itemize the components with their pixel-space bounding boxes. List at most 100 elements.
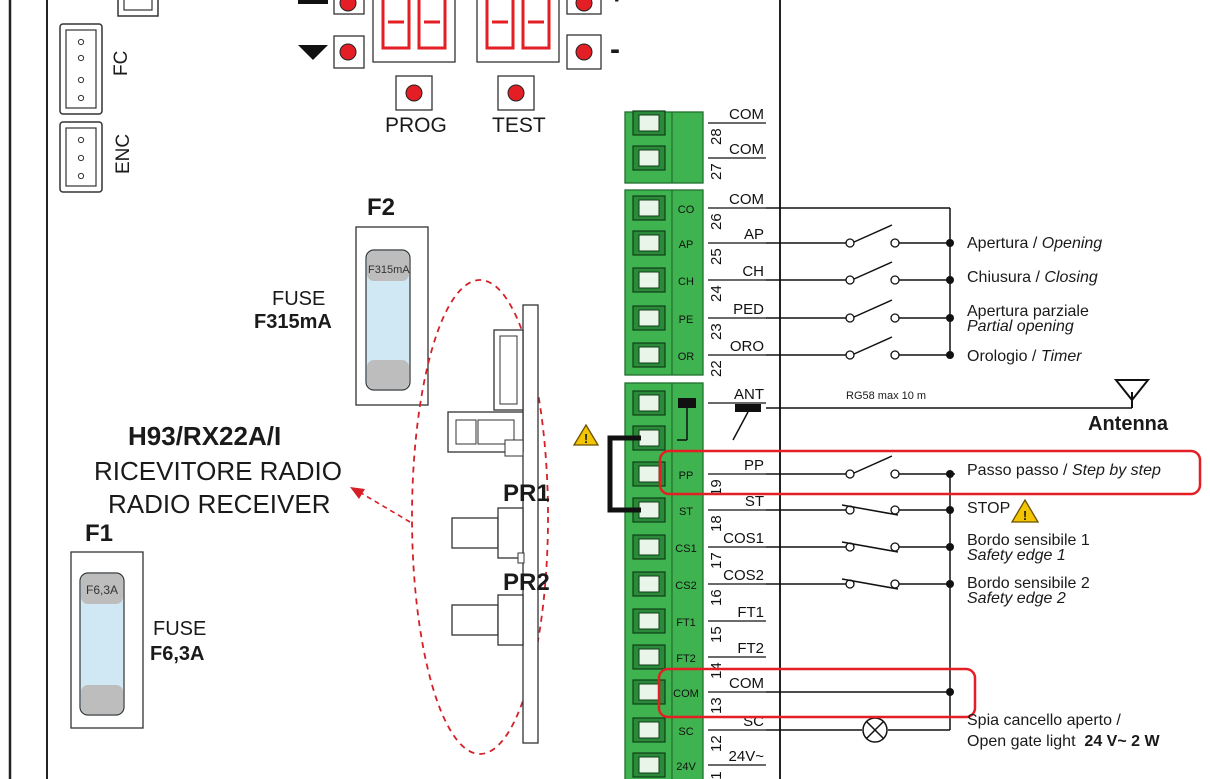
terminal-tag: CO — [678, 204, 695, 216]
terminal-screw — [632, 110, 666, 136]
terminal-name: FT2 — [737, 640, 764, 657]
partial-opening-label-en: Partial opening — [967, 318, 1074, 335]
terminal-number: 19 — [708, 479, 725, 496]
highlight-step-by-step — [658, 449, 1202, 496]
fuse-f2-cartridge-text: F315mA — [368, 264, 410, 276]
antenna-icon — [1113, 379, 1151, 408]
terminal-name: ST — [745, 493, 764, 510]
pr2-button — [451, 594, 524, 646]
terminal-number: 25 — [708, 248, 725, 265]
receiver-arrow-icon — [350, 487, 365, 499]
terminal-screw — [632, 390, 666, 416]
timer-label: Orologio / Timer — [967, 348, 1082, 365]
fuse-f1-label: FUSE — [153, 618, 207, 640]
terminal-number: 26 — [708, 213, 725, 230]
fuse-f1 — [70, 551, 144, 729]
edge2-label-en: Safety edge 2 — [967, 590, 1066, 607]
terminal-number: 28 — [708, 128, 725, 145]
edge2-label-it: Bordo sensibile 2 — [967, 575, 1090, 592]
terminal-screw — [632, 342, 666, 368]
arrow-down-icon — [298, 45, 328, 60]
terminal-name: COS1 — [723, 530, 764, 547]
partial-opening-label-it: Apertura parziale — [967, 303, 1089, 320]
antenna-cable-label: RG58 max 10 m — [846, 390, 927, 402]
fuse-f2 — [355, 226, 429, 406]
fuse-f1-title: F1 — [85, 520, 114, 547]
terminal-screw — [632, 305, 666, 331]
stop-label: STOP — [967, 500, 1011, 517]
terminal-tag: CS1 — [675, 543, 696, 555]
terminal-number: 14 — [708, 662, 725, 679]
external-wiring: 28COM27COM26COM25AP24CH23PED22OROANT19PP… — [708, 106, 1132, 779]
gate-light-label-it: Spia cancello aperto / — [967, 712, 1121, 729]
highlight-com-terminal — [657, 667, 977, 719]
fc-connector — [59, 23, 103, 115]
step-by-step-label: Passo passo / Step by step — [967, 462, 1161, 479]
closing-label: Chiusura / Closing — [967, 269, 1098, 286]
test-button — [507, 84, 525, 102]
terminal-number: 17 — [708, 552, 725, 569]
terminal-name: ORO — [730, 338, 764, 355]
terminal-number: 22 — [708, 360, 725, 377]
terminal-tag: CS2 — [675, 580, 696, 592]
terminal-tag: CH — [678, 276, 694, 288]
fuse-f1-rating: F6,3A — [150, 643, 205, 665]
terminal-tag: SC — [678, 726, 693, 738]
edge1-label-it: Bordo sensibile 1 — [967, 532, 1090, 549]
receiver-name-it: RICEVITORE RADIO — [94, 456, 343, 486]
svg-text:!: ! — [584, 431, 588, 446]
fuse-f1-cartridge-text: F6,3A — [86, 583, 119, 597]
edge1-label-en: Safety edge 1 — [967, 547, 1066, 564]
prog-button — [405, 84, 423, 102]
terminal-tag: PE — [679, 314, 694, 326]
terminal-name: COS2 — [723, 567, 764, 584]
terminal-name: SC — [743, 713, 764, 730]
warning-icon-stop: ! — [1010, 498, 1040, 523]
pr1-button — [451, 507, 524, 559]
terminal-tag: OR — [678, 351, 695, 363]
terminal-number: 23 — [708, 323, 725, 340]
terminal-number: 24 — [708, 285, 725, 302]
plus-label: + — [608, 0, 626, 12]
receiver-name-en: RADIO RECEIVER — [108, 489, 331, 519]
seven-segment-display-2 — [476, 0, 560, 63]
terminal-screw — [632, 608, 666, 634]
terminal-number: 16 — [708, 589, 725, 606]
enc-connector — [59, 121, 103, 193]
pr2-label: PR2 — [503, 569, 550, 596]
terminal-screw — [632, 195, 666, 221]
terminal-name: COM — [729, 675, 764, 692]
seven-segment-display-1 — [372, 0, 456, 63]
radio-receiver-module — [350, 279, 549, 755]
terminal-name: 24V~ — [729, 748, 765, 765]
terminal-name: PP — [744, 457, 764, 474]
minus-label: - — [610, 33, 620, 66]
terminal-name: CH — [742, 263, 764, 280]
terminal-tag: AP — [679, 239, 694, 251]
terminal-name: PED — [733, 301, 764, 318]
test-label: TEST — [492, 114, 546, 137]
pr1-label: PR1 — [503, 480, 550, 507]
terminal-screw — [632, 534, 666, 560]
arrow-up-icon — [298, 0, 328, 4]
terminal-block-top — [624, 110, 704, 184]
opening-label: Apertura / Opening — [967, 235, 1103, 252]
terminal-name: COM — [729, 106, 764, 123]
svg-text:!: ! — [1023, 508, 1027, 523]
fc-label: FC — [111, 50, 132, 76]
terminal-number: 27 — [708, 163, 725, 180]
terminal-tag: FT2 — [676, 653, 696, 665]
terminal-name: ANT — [734, 386, 764, 403]
jumper-wire — [607, 435, 641, 513]
terminal-number: 11 — [708, 771, 725, 779]
antenna-label: Antenna — [1088, 413, 1168, 435]
fuse-f2-rating: F315mA — [254, 311, 332, 333]
terminal-block-mid: CO AP CH PE OR — [624, 189, 704, 376]
terminal-screw — [632, 571, 666, 597]
prog-label: PROG — [385, 114, 447, 137]
fuse-f2-label: FUSE — [272, 288, 326, 310]
terminal-screw — [632, 267, 666, 293]
fuse-f2-title: F2 — [367, 194, 396, 221]
